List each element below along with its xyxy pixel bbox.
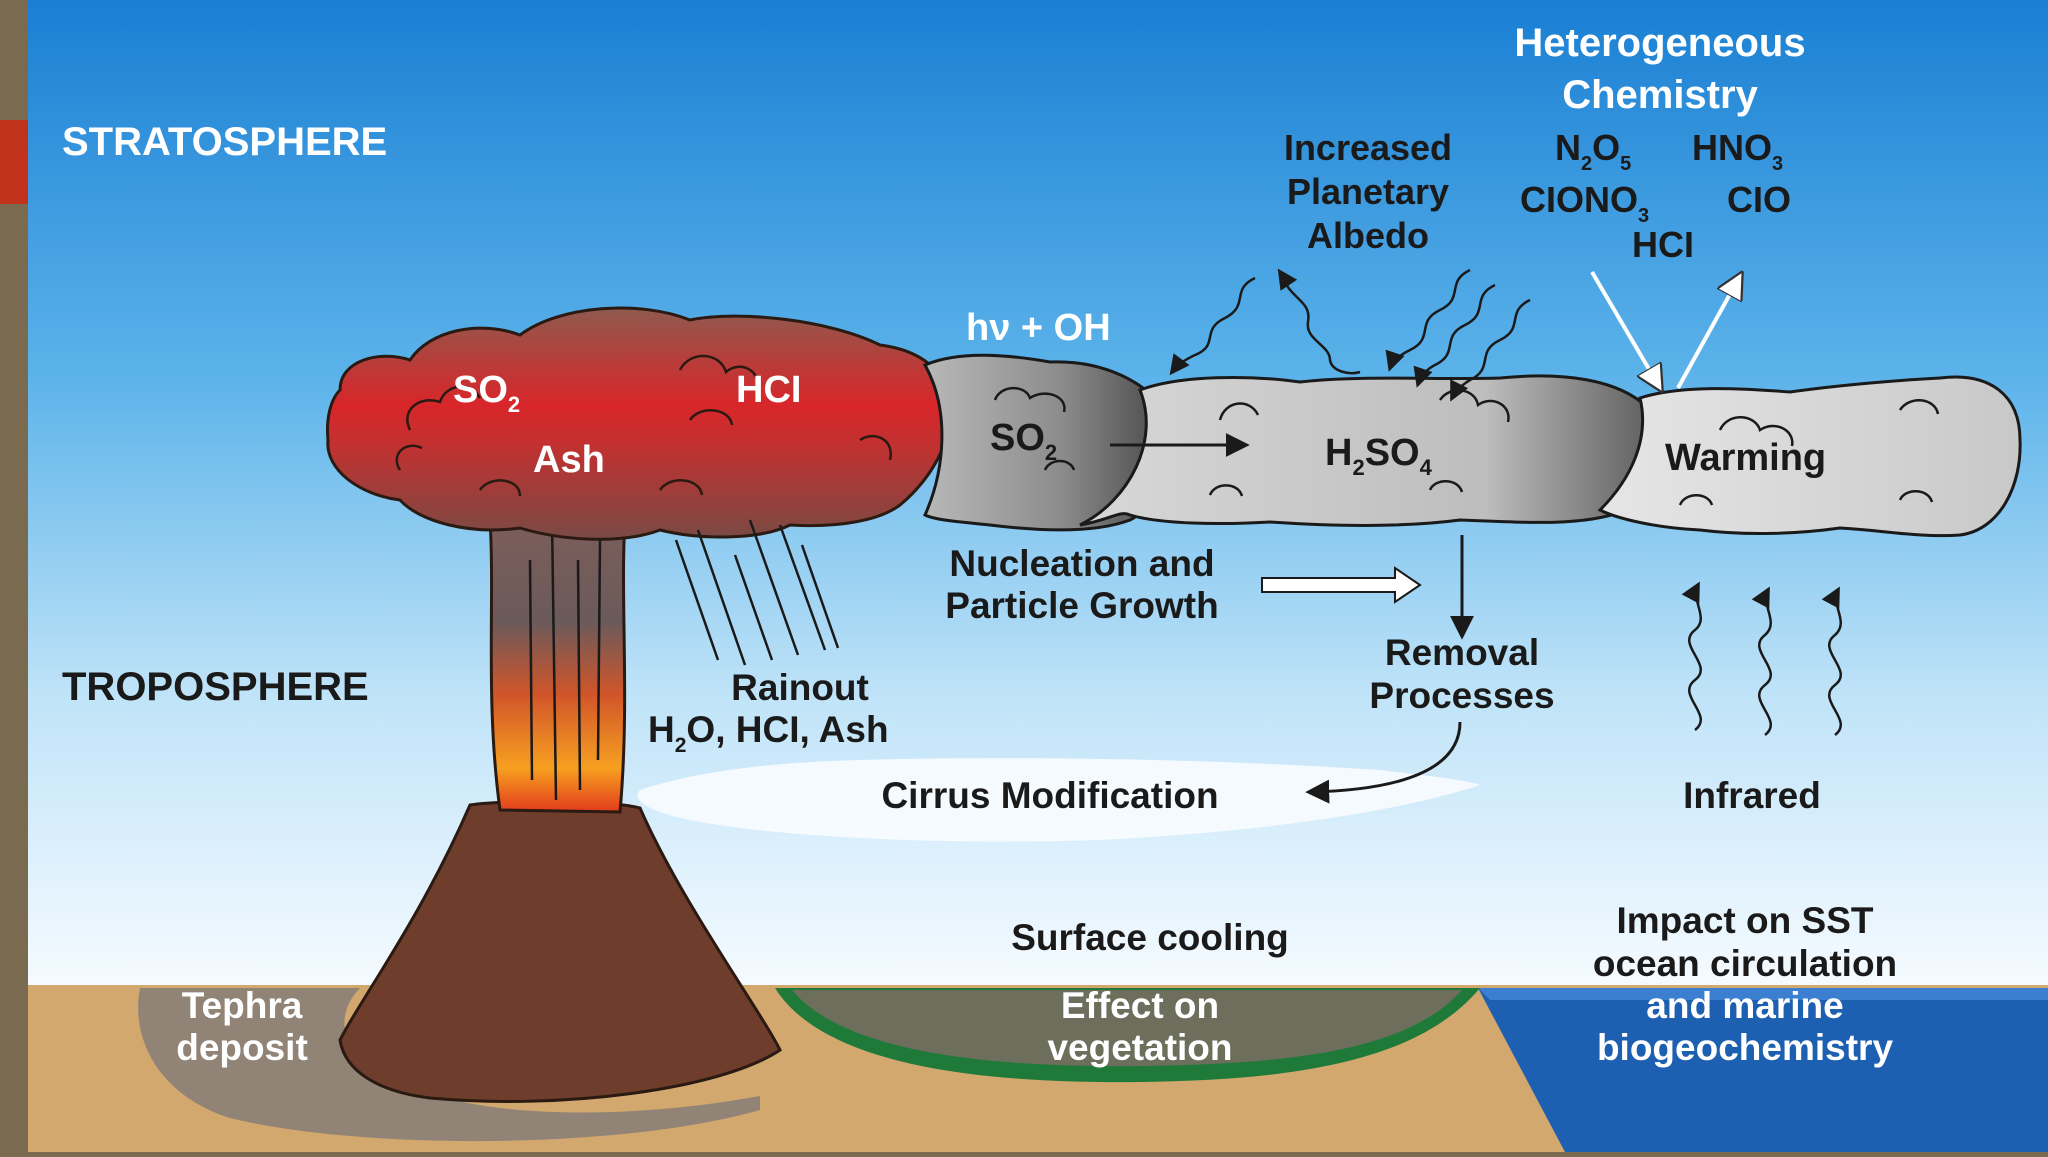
tephra-deposit bbox=[138, 988, 760, 1142]
surface-cooling-label: Surface cooling bbox=[1011, 917, 1289, 958]
svg-text:Heterogeneous: Heterogeneous bbox=[1514, 21, 1805, 65]
hetero-chem-label: Heterogeneous Chemistry bbox=[1514, 21, 1805, 117]
infrared-label: Infrared bbox=[1683, 775, 1821, 816]
albedo-wavy-arrows bbox=[1169, 268, 1531, 402]
volcanic-plume bbox=[326, 306, 953, 541]
svg-text:deposit: deposit bbox=[176, 1027, 308, 1068]
ocean bbox=[1478, 988, 2048, 1152]
nucleation-arrow bbox=[1261, 566, 1422, 604]
svg-text:Nucleation and: Nucleation and bbox=[949, 543, 1214, 584]
svg-text:Chemistry: Chemistry bbox=[1562, 73, 1758, 117]
svg-text:and marine: and marine bbox=[1646, 985, 1843, 1026]
hv-oh-label: hν + OH bbox=[966, 307, 1111, 349]
h2so4-label: H2SO4 bbox=[1325, 432, 1433, 480]
rainout-streaks bbox=[674, 519, 840, 666]
volcano-cone bbox=[338, 800, 782, 1103]
tephra-label: Tephra deposit bbox=[176, 985, 308, 1068]
plume-hcl-label: HCI bbox=[736, 369, 801, 411]
clo-label: CIO bbox=[1727, 179, 1791, 220]
svg-text:Planetary: Planetary bbox=[1287, 171, 1449, 212]
svg-text:Impact on SST: Impact on SST bbox=[1617, 900, 1874, 941]
rainout-species-label: H2O, HCI, Ash bbox=[648, 709, 889, 757]
warming-label: Warming bbox=[1665, 437, 1826, 479]
cirrus-arrow bbox=[1305, 721, 1462, 804]
infrared-arrows bbox=[1681, 581, 1842, 736]
svg-text:Albedo: Albedo bbox=[1307, 215, 1429, 256]
svg-text:biogeochemistry: biogeochemistry bbox=[1597, 1027, 1893, 1068]
nucleation-label: Nucleation and Particle Growth bbox=[945, 543, 1218, 626]
rainout-label: Rainout bbox=[731, 667, 869, 708]
svg-text:ocean circulation: ocean circulation bbox=[1593, 943, 1897, 984]
so2-cloud bbox=[922, 353, 1175, 532]
cirrus-cloud bbox=[637, 758, 1480, 842]
plume-billows bbox=[395, 354, 893, 497]
hno3-label: HNO3 bbox=[1692, 127, 1783, 175]
svg-text:Increased: Increased bbox=[1284, 127, 1452, 168]
cirrus-label: Cirrus Modification bbox=[881, 775, 1218, 816]
eruption-column bbox=[488, 518, 627, 814]
slide-accent-block bbox=[0, 120, 28, 204]
stratosphere-label: STRATOSPHERE bbox=[62, 120, 387, 164]
hcl-chem-label: HCI bbox=[1632, 224, 1694, 265]
plume-so2-label: SO2 bbox=[453, 369, 520, 417]
n2o5-label: N2O5 bbox=[1555, 127, 1631, 175]
svg-text:Removal: Removal bbox=[1385, 632, 1539, 673]
column-streaks bbox=[528, 519, 602, 801]
clono3-label: CIONO3 bbox=[1520, 179, 1649, 227]
svg-text:Effect on: Effect on bbox=[1061, 985, 1219, 1026]
h2so4-cloud bbox=[1079, 374, 1662, 527]
sst-impact-label: Impact on SST ocean circulation and mari… bbox=[1593, 900, 1897, 1068]
svg-text:Processes: Processes bbox=[1369, 675, 1554, 716]
cloud-so2-label: SO2 bbox=[990, 417, 1057, 465]
svg-text:vegetation: vegetation bbox=[1047, 1027, 1232, 1068]
vegetation-label: Effect on vegetation bbox=[1047, 985, 1232, 1068]
svg-text:Tephra: Tephra bbox=[182, 985, 303, 1026]
svg-text:Particle Growth: Particle Growth bbox=[945, 585, 1218, 626]
plume-ash-label: Ash bbox=[533, 439, 605, 481]
albedo-label: Increased Planetary Albedo bbox=[1284, 127, 1452, 256]
removal-label: Removal Processes bbox=[1369, 632, 1554, 716]
troposphere-label: TROPOSPHERE bbox=[62, 665, 369, 709]
